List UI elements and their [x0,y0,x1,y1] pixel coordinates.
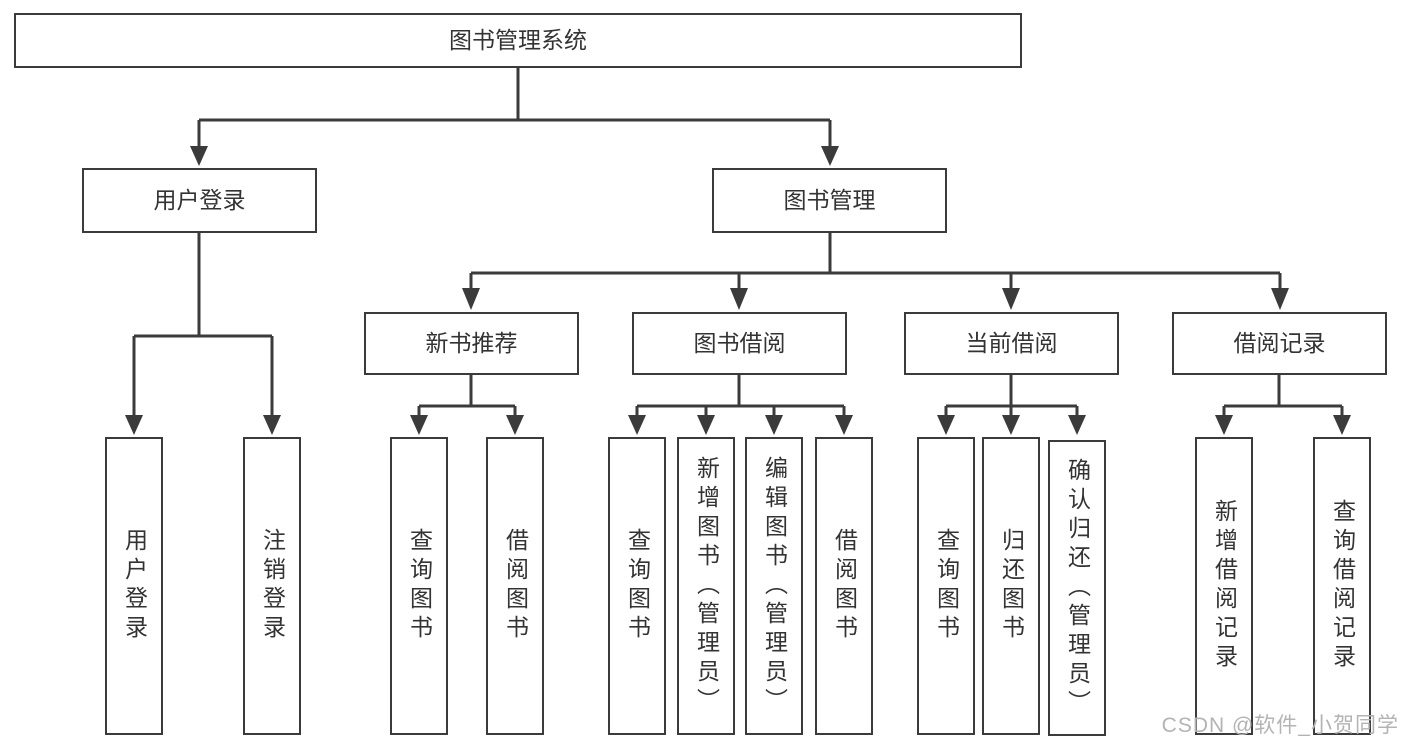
node-leaf-add-borrow-record: 新增借阅记录 [1195,437,1253,735]
connector-arrowhead-icon [937,415,955,435]
connector-arrowhead-icon [765,415,783,435]
node-leaf-query-borrow-record: 查询借阅记录 [1313,437,1371,735]
node-leaf-return-book: 归还图书 [982,437,1040,735]
node-leaf-borrow-books-recommend: 借阅图书 [486,437,544,735]
node-new-book-recommend: 新书推荐 [364,312,579,375]
node-leaf-logout: 注销登录 [243,437,301,735]
node-leaf-borrow-books: 借阅图书 [815,437,873,735]
connector-arrowhead-icon [1333,415,1351,435]
node-leaf-query-books-recommend: 查询图书 [390,437,448,735]
connector-arrowhead-icon [125,415,143,435]
node-user-login: 用户登录 [82,168,317,233]
node-leaf-user-login: 用户登录 [105,437,163,735]
node-leaf-query-books-borrow: 查询图书 [608,437,666,735]
connector-arrowhead-icon [1068,415,1086,435]
connector-arrowhead-icon [835,415,853,435]
node-current-borrow: 当前借阅 [904,312,1119,375]
connector-arrowhead-icon [730,288,748,310]
connector-arrowhead-icon [821,146,839,166]
connector-arrowhead-icon [697,415,715,435]
connector-arrowhead-icon [1002,288,1020,310]
connector-arrowhead-icon [263,415,281,435]
node-book-management: 图书管理 [712,168,947,233]
csdn-watermark: CSDN @软件_小贺同学 [1161,714,1399,737]
connector-arrowhead-icon [1002,415,1020,435]
node-leaf-add-book-admin: 新增图书（管理员） [677,437,735,735]
connector-arrowhead-icon [1271,288,1289,310]
node-leaf-edit-book-admin: 编辑图书（管理员） [745,437,803,735]
connector-arrowhead-icon [190,146,208,166]
node-library-management-system: 图书管理系统 [14,13,1022,68]
connector-arrowhead-icon [462,288,480,310]
connector-arrowhead-icon [1215,415,1233,435]
connector-arrowhead-icon [628,415,646,435]
node-leaf-query-books-current: 查询图书 [917,437,975,735]
connector-arrowhead-icon [410,415,428,435]
node-book-borrow: 图书借阅 [632,312,847,375]
node-borrow-records: 借阅记录 [1172,312,1387,375]
node-leaf-confirm-return-admin: 确认归还（管理员） [1048,440,1106,736]
connector-arrowhead-icon [506,415,524,435]
